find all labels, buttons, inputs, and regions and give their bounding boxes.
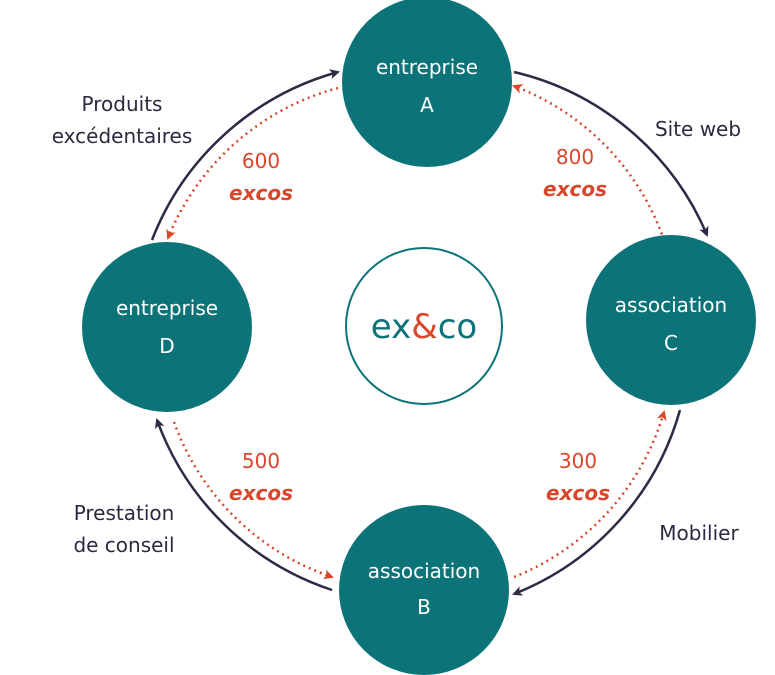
flow-label-c-to-b: Mobilier	[659, 521, 739, 545]
payment-arrow-b-to-c	[513, 410, 667, 579]
logo-part-ex: ex	[371, 307, 411, 347]
node-entreprise-a: entreprise A	[342, 0, 512, 167]
node-d-letter: D	[159, 334, 174, 358]
node-c-label: association	[615, 293, 727, 317]
payment-arrow-c-to-a	[512, 84, 666, 241]
node-b-letter: B	[417, 595, 431, 619]
flow-label-d-to-a-line2: excédentaires	[52, 124, 193, 148]
payment-arrow-d-to-b	[172, 421, 334, 580]
payment-amount-a-to-d: 600	[242, 149, 280, 173]
payment-amount-c-to-a: 800	[556, 145, 594, 169]
node-a-letter: A	[420, 93, 434, 117]
node-a-label: entreprise	[376, 55, 478, 79]
payment-unit-c-to-a: excos	[543, 177, 607, 201]
node-entreprise-d: entreprise D	[82, 242, 252, 412]
node-d-label: entreprise	[116, 296, 218, 320]
flow-label-b-to-d-line1: Prestation	[74, 501, 175, 525]
flow-label-a-to-c: Site web	[655, 117, 741, 141]
flow-label-d-to-a-line1: Produits	[82, 92, 163, 116]
flow-label-b-to-d-line2: de conseil	[73, 533, 174, 557]
node-b-label: association	[368, 559, 480, 583]
node-c-letter: C	[664, 331, 678, 355]
exco-logo: ex&co	[345, 247, 503, 405]
payment-amount-d-to-b: 500	[242, 449, 280, 473]
payment-unit-b-to-c: excos	[546, 481, 610, 505]
node-association-b: association B	[339, 505, 509, 675]
logo-ampersand: &	[411, 307, 438, 347]
logo-part-co: co	[438, 307, 478, 347]
node-association-c: association C	[586, 235, 756, 405]
flow-arrow-a-to-c	[513, 70, 709, 237]
payment-arrow-a-to-d	[166, 86, 339, 240]
logo-text: ex&co	[371, 307, 477, 347]
payment-amount-b-to-c: 300	[559, 449, 597, 473]
payment-unit-a-to-d: excos	[229, 181, 293, 205]
flow-arrow-d-to-a	[150, 69, 340, 241]
flow-arrow-c-to-b	[512, 409, 682, 596]
flow-arrow-b-to-d	[155, 418, 333, 592]
payment-unit-d-to-b: excos	[229, 481, 293, 505]
